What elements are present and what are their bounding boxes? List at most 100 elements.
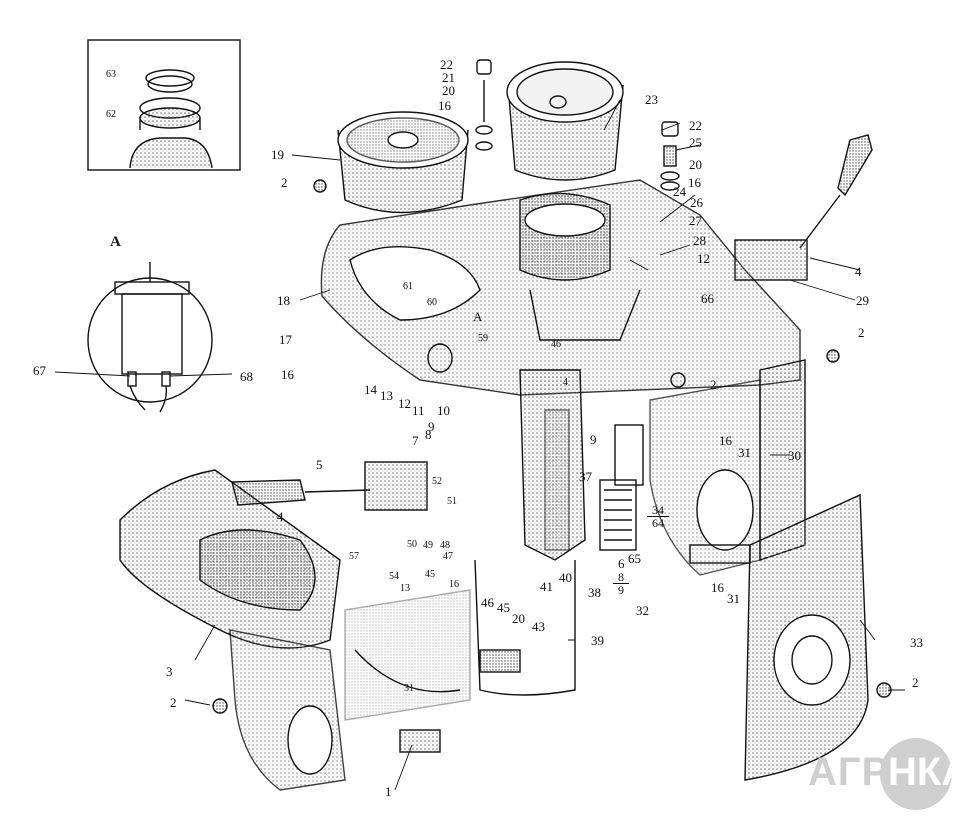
- callout-59: 59: [478, 333, 488, 344]
- callout-52: 52: [432, 476, 442, 487]
- callout-1: 1: [385, 784, 392, 799]
- bolt-stack-right: [660, 121, 680, 191]
- callout-63: 63: [106, 69, 116, 80]
- callout-61: 61: [403, 281, 413, 292]
- callout-60: 60: [427, 297, 437, 308]
- callout-31: 31: [404, 683, 414, 694]
- callout-5: 5: [316, 457, 323, 472]
- callout-43: 43: [532, 619, 545, 634]
- callout-20: 20: [512, 611, 525, 626]
- watermark-circle: НКА: [880, 738, 970, 810]
- callout-18: 18: [277, 293, 290, 308]
- fraction-bottom: 9: [618, 583, 624, 597]
- watermark-logo: АГРО НКА: [808, 738, 970, 810]
- callout-16: 16: [438, 98, 451, 113]
- callout-49: 49: [423, 540, 433, 551]
- callout-50: 50: [407, 539, 417, 550]
- leader-lines: [184, 99, 905, 791]
- callout-45: 45: [425, 569, 435, 580]
- left-shroud-3: [119, 469, 346, 791]
- callout-3: 3: [166, 664, 173, 679]
- callout-26: 26: [690, 195, 703, 210]
- callout-21: 21: [442, 70, 455, 85]
- inset-seal-part: [129, 69, 213, 169]
- callout-48: 48: [440, 540, 450, 551]
- callout-62: 62: [106, 109, 116, 120]
- callout-16: 16: [281, 367, 294, 382]
- callout-12: 12: [398, 396, 411, 411]
- callout-13: 13: [400, 583, 410, 594]
- side-panel-33: [744, 493, 869, 781]
- callout-13: 13: [380, 388, 393, 403]
- central-bracket: [519, 369, 644, 561]
- callout-66: 66: [701, 291, 714, 306]
- callout-33: 33: [910, 635, 923, 650]
- callout-16: 16: [711, 580, 724, 595]
- callout-8: 8: [425, 427, 432, 442]
- callout-12: 12: [697, 251, 710, 266]
- callout-10: 10: [437, 403, 450, 418]
- callout-45: 45: [497, 600, 510, 615]
- fraction-top: 34: [647, 504, 669, 517]
- callout-17: 17: [279, 332, 292, 347]
- callout-7: 7: [412, 433, 419, 448]
- callout-2: 2: [858, 325, 865, 340]
- callout-19: 19: [271, 147, 284, 162]
- gauge-19: [337, 111, 469, 214]
- callout-2: 2: [710, 377, 717, 392]
- base-frame: [344, 559, 576, 721]
- gauge-23: [506, 61, 624, 181]
- callout-31: 31: [738, 445, 751, 460]
- inset-detail-frame: [87, 39, 241, 171]
- callout-9: 9: [428, 419, 435, 434]
- callout-37: 37: [579, 469, 592, 484]
- callout-46: 46: [551, 339, 561, 350]
- callout-40: 40: [559, 570, 572, 585]
- detail-a-circle: [87, 277, 213, 403]
- callout-57: 57: [349, 551, 359, 562]
- callout-6: 6: [618, 556, 625, 571]
- callout-20: 20: [689, 157, 702, 172]
- callout-46: 46: [481, 595, 494, 610]
- callout-38: 38: [588, 585, 601, 600]
- callout-4: 4: [277, 509, 284, 524]
- callout-51: 51: [447, 496, 457, 507]
- callout-4: 4: [563, 377, 568, 388]
- callout-14: 14: [364, 382, 377, 397]
- callout-9: 9: [590, 432, 597, 447]
- callout-47: 47: [443, 551, 453, 562]
- callout-39: 39: [591, 633, 604, 648]
- detail-a-component: [114, 262, 190, 413]
- fraction-bottom: 64: [652, 516, 664, 530]
- callout-41: 41: [540, 579, 553, 594]
- fraction-top: 8: [613, 571, 629, 584]
- callout-28: 28: [693, 233, 706, 248]
- callout-16: 16: [688, 175, 701, 190]
- section-a-marker: А: [473, 309, 483, 324]
- detail-a-label: А: [110, 234, 121, 250]
- callout-16: 16: [449, 579, 459, 590]
- bolt-stack: [475, 59, 493, 151]
- small-parts: [212, 179, 892, 753]
- callout-30: 30: [788, 448, 801, 463]
- callout-31: 31: [727, 591, 740, 606]
- callout-22: 22: [689, 118, 702, 133]
- callout-2: 2: [912, 675, 919, 690]
- watermark-text-right: НКА: [888, 750, 971, 794]
- callout-29: 29: [856, 293, 869, 308]
- dashboard-housing-18: [320, 179, 801, 396]
- callout-fraction-8-9: 8 9: [613, 571, 629, 596]
- callout-67: 67: [33, 363, 46, 378]
- callout-2: 2: [281, 175, 288, 190]
- callout-4: 4: [855, 264, 862, 279]
- callout-11: 11: [412, 403, 425, 418]
- callout-fraction-34-64: 34 64: [647, 504, 669, 529]
- steering-column-switch-right: [734, 134, 873, 281]
- callout-24: 24: [673, 184, 686, 199]
- callout-22: 22: [440, 57, 453, 72]
- callout-16: 16: [719, 433, 732, 448]
- callout-23: 23: [645, 92, 658, 107]
- callout-32: 32: [636, 603, 649, 618]
- callout-2: 2: [170, 695, 177, 710]
